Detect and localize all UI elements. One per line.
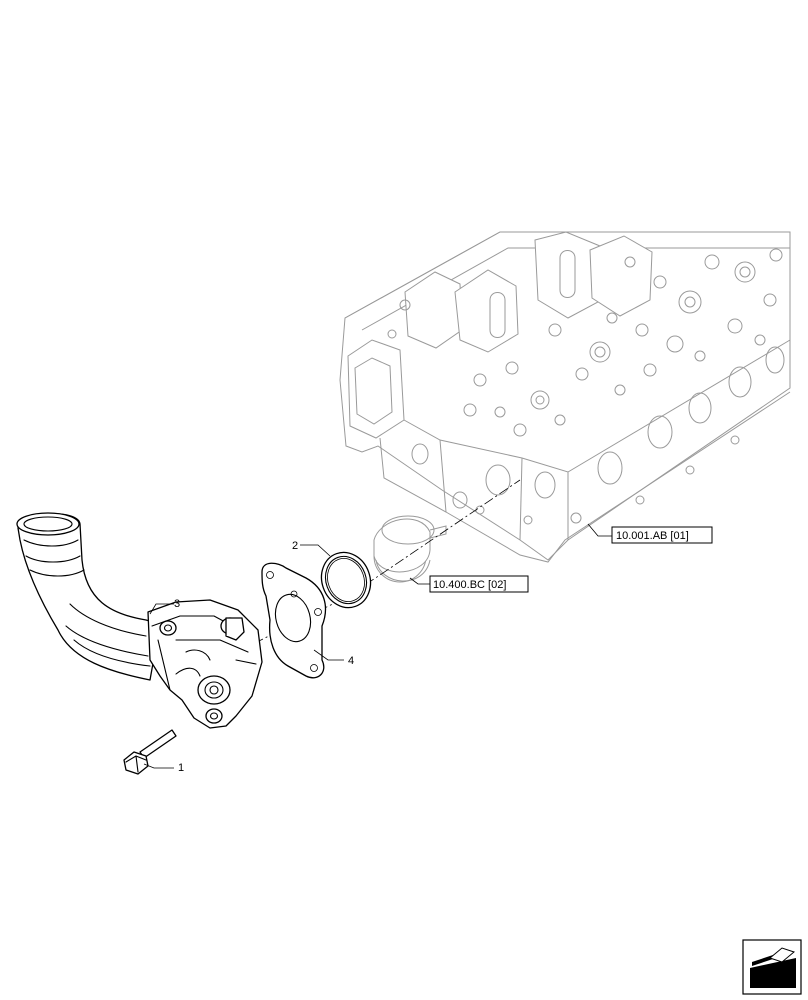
callout-3-label: 3 [174,598,180,610]
bolt [123,729,177,775]
callout-2: 2 [292,540,331,557]
callout-1: 1 [143,762,184,774]
sealing-ring [320,551,372,609]
reference-thermostat-label: 10.400.BC [02] [433,579,506,591]
reference-cylinder-head[interactable]: 10.001.AB [01] [587,523,713,544]
callout-4-label: 4 [348,655,354,667]
outlet-housing [16,512,263,729]
reference-cylinder-head-label: 10.001.AB [01] [616,530,689,542]
thermostat-outline [373,515,447,583]
reference-thermostat[interactable]: 10.400.BC [02] [409,575,529,593]
callout-2-label: 2 [292,540,298,552]
callout-1-label: 1 [178,762,184,774]
cylinder-head-outline [339,231,791,563]
navigation-corner-icon[interactable] [742,939,802,995]
gasket [261,562,327,679]
callout-3: 3 [149,598,180,615]
callout-4: 4 [313,649,354,667]
